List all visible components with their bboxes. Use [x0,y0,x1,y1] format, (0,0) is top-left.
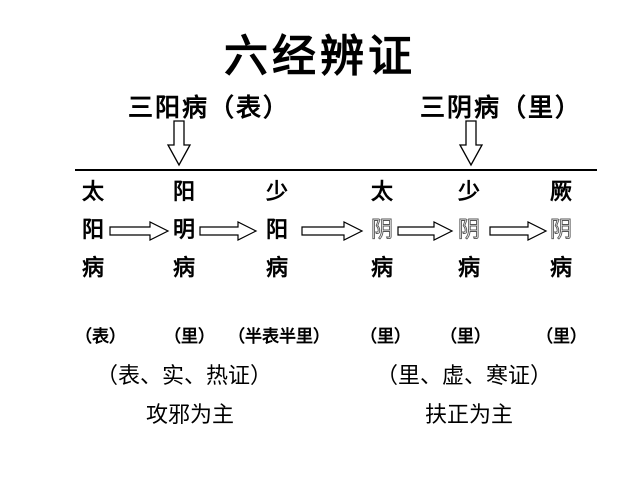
stage-jueyin: 厥 阴 病 [539,174,583,288]
stage-char: 明 [172,218,195,243]
stage-char-outlined: 阴 [370,218,394,244]
stage-char-outlined: 阴 [457,218,481,244]
yang-nature: （表、实、热证） [96,364,273,389]
location-label: （里） [164,327,215,347]
yin-principle: 扶正为主 [425,403,514,428]
yang-down-arrow [166,120,192,167]
stage-taiyin: 太 阴 病 [360,174,404,288]
location-label: （里） [536,327,587,347]
yin-group-label: 三阴病（里） [420,93,583,122]
stage-char: 厥 [549,180,572,205]
stage-char: 阳 [81,218,104,243]
stage-char: 病 [265,256,288,281]
location-label: （半表半里） [228,327,330,347]
progression-arrow-2 [199,221,258,241]
stage-char: 太 [370,180,393,205]
diagram-title: 六经辨证 [224,31,416,82]
stage-char: 少 [457,180,480,205]
yang-principle: 攻邪为主 [146,403,235,428]
stage-char: 病 [370,256,393,281]
stage-shaoyin: 少 阴 病 [447,174,491,288]
location-label: （里） [440,327,491,347]
location-label: （里） [360,327,411,347]
stage-char: 阳 [172,180,195,205]
stage-char: 太 [81,180,104,205]
stage-char: 阳 [265,218,288,243]
yin-nature: （里、虚、寒证） [376,364,553,389]
stage-char: 病 [172,256,195,281]
stage-char: 病 [457,256,480,281]
progression-arrow-5 [489,221,548,241]
stage-char: 病 [81,256,104,281]
stage-yangming: 阳 明 病 [162,174,206,288]
progression-arrow-1 [109,221,170,241]
stage-taiyang: 太 阳 病 [71,174,115,288]
stage-shaoyang: 少 阳 病 [255,174,299,288]
stage-char: 病 [549,256,572,281]
progression-arrow-4 [397,221,454,241]
stage-char: 少 [265,180,288,205]
yin-down-arrow [458,120,484,167]
stage-char-outlined: 阴 [549,218,573,244]
header-divider [75,169,597,171]
yang-group-label: 三阳病（表） [128,93,291,122]
progression-arrow-3 [301,221,364,241]
location-label: （表） [75,327,126,347]
